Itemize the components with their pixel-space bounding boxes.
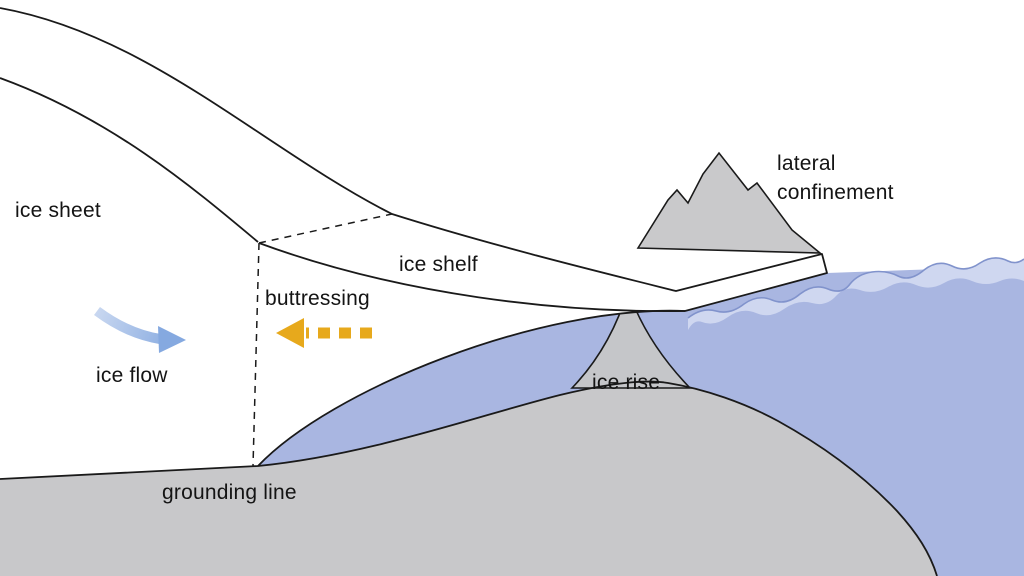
ice-shelf-label: ice shelf bbox=[399, 253, 478, 276]
ice-sheet-near-edge-line bbox=[0, 77, 259, 243]
lateral-confinement-label: lateral confinement bbox=[777, 152, 894, 204]
ice-rise-label: ice rise bbox=[592, 371, 661, 394]
ice-flow-arrow-shaft bbox=[94, 306, 161, 344]
grounding-line-label: grounding line bbox=[162, 481, 297, 504]
buttressing-arrow-icon bbox=[276, 318, 372, 348]
wave-band bbox=[688, 257, 1024, 330]
wave-crest-line bbox=[687, 257, 1024, 319]
buttressing-arrow-head bbox=[276, 318, 304, 348]
ice-rise-shape bbox=[570, 287, 692, 389]
grounding-cross-section-dashed-line bbox=[252, 242, 260, 467]
ice-flow-label: ice flow bbox=[96, 364, 168, 387]
ice-flow-arrow-icon bbox=[94, 306, 186, 353]
hidden-edge-dashed-line bbox=[258, 213, 393, 244]
ice-sheet-label: ice sheet bbox=[15, 199, 101, 222]
ice-flow-arrow-head bbox=[158, 326, 186, 353]
ice-outlines bbox=[0, 7, 938, 576]
buttressing-label: buttressing bbox=[265, 287, 370, 310]
mountain-shape bbox=[636, 151, 823, 254]
bedrock bbox=[0, 381, 937, 576]
ice-sheet-shelf-shape bbox=[0, 8, 827, 479]
ice-shelf-near-edge-line bbox=[258, 242, 686, 313]
bedrock-top-line bbox=[0, 380, 938, 576]
ice-surface-line bbox=[0, 7, 828, 467]
